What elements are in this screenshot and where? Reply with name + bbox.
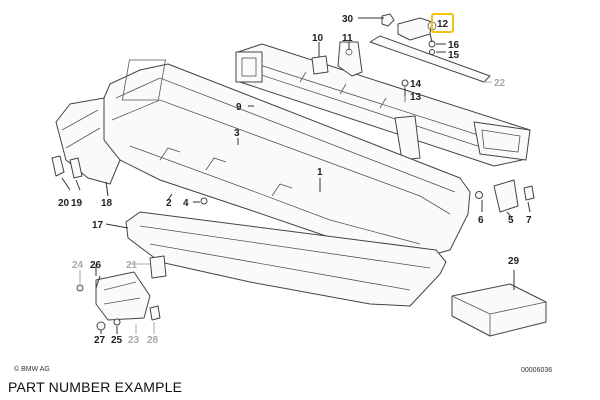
callout-28[interactable]: 28: [147, 335, 159, 346]
callout-12[interactable]: 12: [437, 19, 449, 30]
callout-26[interactable]: 26: [90, 260, 102, 271]
bracket-5: [475, 179, 535, 213]
callout-30[interactable]: 30: [342, 14, 354, 25]
selected-callout-frame: [431, 13, 454, 33]
callout-2[interactable]: 2: [166, 198, 172, 209]
callout-29[interactable]: 29: [508, 256, 520, 267]
callout-6[interactable]: 6: [478, 215, 484, 226]
caption: PART NUMBER EXAMPLE: [8, 379, 183, 395]
callout-10[interactable]: 10: [312, 33, 324, 44]
callout-labels: 30 12 10 11 16 15 22 14 13 9 3 1 2 4 20 …: [58, 14, 532, 346]
diagram-number: 00006036: [521, 367, 553, 374]
callout-20[interactable]: 20: [58, 198, 70, 209]
callout-23[interactable]: 23: [128, 335, 140, 346]
parts-artwork: [51, 13, 547, 337]
callout-14[interactable]: 14: [410, 79, 422, 90]
lower-apron: [125, 211, 447, 307]
callout-9[interactable]: 9: [236, 102, 242, 113]
callout-17[interactable]: 17: [92, 220, 104, 231]
strip-22: [369, 35, 491, 83]
callout-7[interactable]: 7: [526, 215, 532, 226]
callout-27[interactable]: 27: [94, 335, 106, 346]
callout-5[interactable]: 5: [508, 215, 514, 226]
callout-18[interactable]: 18: [101, 198, 113, 209]
callout-24[interactable]: 24: [72, 260, 84, 271]
bumper-carrier: [235, 43, 531, 167]
callout-11[interactable]: 11: [342, 33, 353, 44]
bumper-cover: [103, 59, 471, 259]
callout-19[interactable]: 19: [71, 198, 83, 209]
bracket-11: [337, 41, 363, 77]
lower-bracket: [76, 271, 161, 331]
leader-lines: [61, 17, 531, 334]
clip-30: [381, 13, 395, 27]
callout-21[interactable]: 21: [126, 260, 138, 271]
callout-16[interactable]: 16: [448, 40, 460, 51]
callout-22[interactable]: 22: [494, 78, 506, 89]
callout-4[interactable]: 4: [183, 198, 189, 209]
callout-3[interactable]: 3: [234, 128, 240, 139]
left-end-piece: [51, 97, 121, 185]
callout-15[interactable]: 15: [448, 50, 460, 61]
callout-25[interactable]: 25: [111, 335, 123, 346]
nut-4: [200, 197, 208, 205]
callout-1[interactable]: 1: [317, 167, 323, 178]
grille-insert-21: [149, 255, 167, 279]
bracket-10: [311, 44, 329, 75]
parts-box-29: [451, 283, 547, 337]
copyright-notice: © BMW AG: [14, 366, 50, 373]
callout-13[interactable]: 13: [410, 92, 422, 103]
